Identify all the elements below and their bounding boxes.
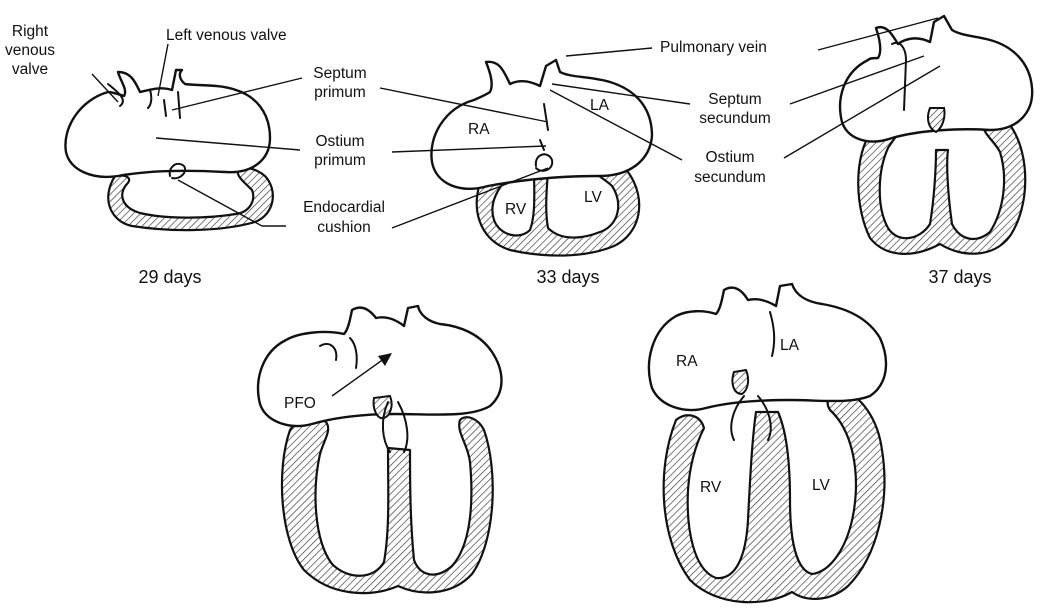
chamber-rv-33: RV xyxy=(505,201,527,218)
heart-33-days xyxy=(431,60,652,256)
caption-33-days: 33 days xyxy=(536,267,599,287)
ventricle-wall-pfo xyxy=(282,417,493,593)
leader-pulmonary-vein-33 xyxy=(566,48,652,56)
label-right-venous-valve-1: Right xyxy=(12,23,49,40)
label-ostium-primum-2: primum xyxy=(314,152,366,169)
ventricle-wall-29 xyxy=(108,168,273,230)
chamber-lv-mature: LV xyxy=(812,477,830,494)
chamber-la-mature: LA xyxy=(780,337,800,354)
heart-37-days xyxy=(840,16,1032,254)
label-right-venous-valve-3: valve xyxy=(12,61,48,78)
caption-37-days: 37 days xyxy=(928,267,991,287)
chamber-la-33: LA xyxy=(590,97,610,114)
label-septum-secundum-2: secundum xyxy=(699,110,771,127)
heart-mature xyxy=(649,284,886,602)
heart-pfo xyxy=(258,306,501,593)
chamber-pfo: PFO xyxy=(284,395,316,412)
ventricle-wall-mature xyxy=(664,390,885,602)
label-right-venous-valve-2: venous xyxy=(5,42,55,59)
chamber-ra-33: RA xyxy=(468,121,490,138)
label-septum-primum-1: Septum xyxy=(313,65,366,82)
septum-pfo xyxy=(374,396,392,418)
atrium-outline-33 xyxy=(431,60,652,189)
label-septum-primum-2: primum xyxy=(314,84,366,101)
label-endocardial-cushion-1: Endocardial xyxy=(303,199,385,216)
label-endocardial-cushion-2: cushion xyxy=(317,219,370,236)
septum-mature xyxy=(732,370,748,394)
chamber-lv-33: LV xyxy=(584,189,602,206)
label-septum-secundum-1: Septum xyxy=(708,91,761,108)
atrium-outline-mature xyxy=(649,284,886,410)
label-ostium-secundum-2: secundum xyxy=(694,169,766,186)
chamber-ra-mature: RA xyxy=(676,353,698,370)
label-pulmonary-vein: Pulmonary vein xyxy=(660,39,767,56)
heart-29-days xyxy=(65,70,272,230)
label-ostium-secundum-1: Ostium xyxy=(705,149,754,166)
label-ostium-primum-1: Ostium xyxy=(315,133,364,150)
chamber-rv-mature: RV xyxy=(700,479,722,496)
atrium-outline-29 xyxy=(65,70,270,177)
caption-29-days: 29 days xyxy=(138,267,201,287)
label-left-venous-valve: Left venous valve xyxy=(166,27,287,44)
